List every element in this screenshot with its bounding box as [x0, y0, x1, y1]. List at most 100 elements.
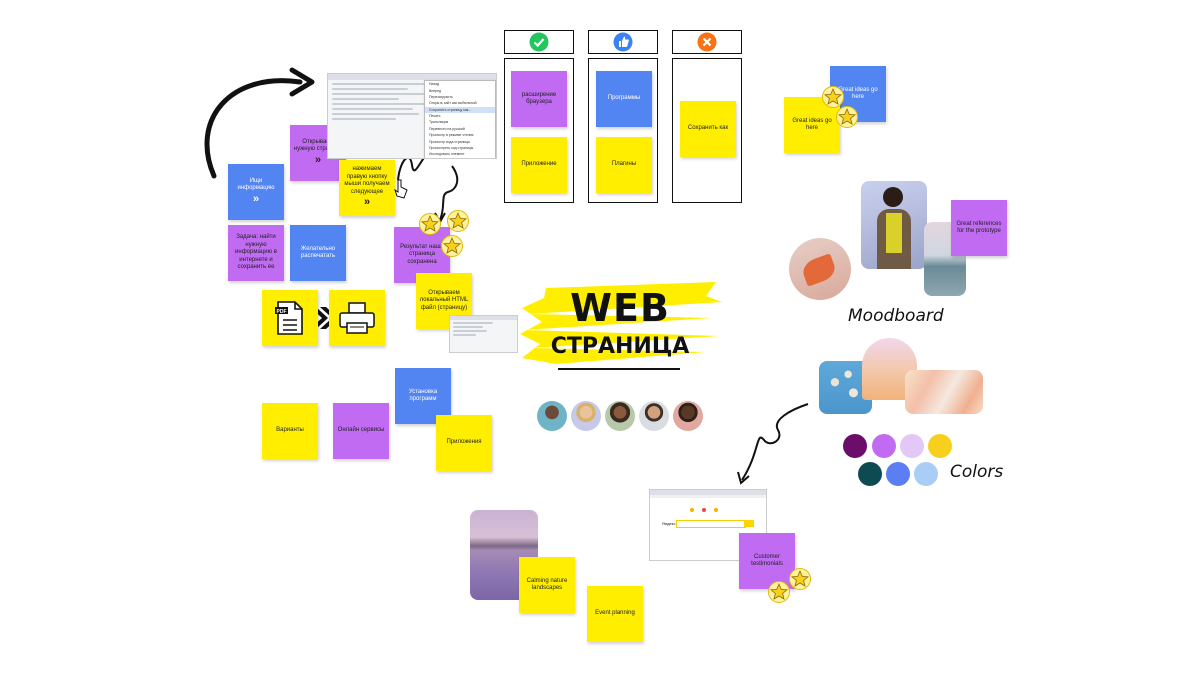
note-search[interactable]: Ищи информацию » [228, 164, 284, 220]
squiggle-arrow-browser-head [737, 471, 750, 485]
context-menu-item[interactable]: Просмотр кода страницы [429, 139, 471, 144]
squiggle-arrow-result [439, 165, 459, 221]
avatar[interactable] [537, 401, 567, 431]
note-label: Calming nature landscapes [526, 577, 568, 592]
photo-leaves [789, 238, 851, 300]
context-menu-item[interactable]: Открыть сайт как мобильный [429, 101, 477, 106]
thumbs-up-icon [613, 32, 633, 52]
color-swatch[interactable] [843, 434, 867, 458]
avatar[interactable] [673, 401, 703, 431]
avatar[interactable] [571, 401, 601, 431]
star-icon [419, 213, 441, 235]
context-menu-item[interactable]: Просмотреть код страницы [429, 145, 474, 150]
note-great-refs[interactable]: Great references for the prototype [951, 200, 1007, 256]
double-chevron-arrow [310, 307, 328, 329]
browser-search-button [744, 520, 754, 527]
pdf-file-icon: PDF [275, 301, 303, 335]
context-menu-item[interactable]: Исследовать элемент [429, 152, 465, 157]
mouse-cursor-icon [394, 179, 408, 199]
title-underline [558, 368, 680, 370]
note-result-label: Результат наша страница сохранена [400, 243, 444, 265]
star-icon [447, 210, 469, 232]
note-label: Сохранить как [687, 125, 729, 132]
photo-gradient [905, 370, 983, 414]
star-icon [441, 235, 463, 257]
note-label: Приложение [521, 161, 557, 168]
note-open-local-label: Открываем локальный HTML файл (страницу) [419, 289, 469, 311]
color-swatch[interactable] [858, 462, 882, 486]
curved-arrow-top [204, 78, 303, 179]
context-menu-item[interactable]: Трансляция [429, 120, 449, 125]
context-menu-item[interactable]: Перезагрузить [429, 94, 453, 99]
note-label: Customer testimonials [751, 553, 783, 568]
note-label: Программы [607, 95, 641, 102]
note-label: Event planning [595, 610, 635, 617]
note-label: Great ideas go here [838, 86, 878, 101]
note-event-planning[interactable]: Event planning [587, 586, 643, 642]
note-online-services[interactable]: Онлайн сервисы [333, 403, 389, 459]
note-label: Great references for the prototype [956, 220, 1002, 235]
context-menu-item[interactable]: Печать [429, 114, 441, 119]
page-screenshot-small [449, 315, 518, 353]
note-customer-testimonials[interactable]: Customer testimonials [739, 533, 795, 589]
photo-woman [861, 181, 927, 269]
moodboard-label: Moodboard [848, 306, 944, 326]
note-task[interactable]: Задача: найти нужную информацию в интерн… [228, 225, 284, 281]
page-title-stranitsa: СТРАНИЦА [550, 334, 690, 359]
title-brush-highlight [520, 282, 722, 364]
column-header-cross [672, 30, 742, 54]
cross-icon [697, 32, 717, 52]
note-programs[interactable]: Программы [596, 71, 652, 127]
color-swatch[interactable] [914, 462, 938, 486]
note-app[interactable]: Приложение [511, 137, 567, 193]
context-menu-item[interactable]: Сохранить страницу как... [425, 106, 495, 113]
browser-logo: Яндекс [662, 521, 676, 526]
note-save-as[interactable]: Сохранить как [680, 101, 736, 157]
star-icon [789, 568, 811, 590]
column-header-thumbs [588, 30, 658, 54]
note-label: Установка программ [408, 388, 438, 403]
squiggle-arrow-browser [741, 403, 809, 481]
svg-text:PDF: PDF [277, 309, 287, 315]
note-open-page-label: Открываем нужную страницу [293, 138, 343, 153]
browser-search-box [676, 520, 746, 528]
note-label: Плагины [611, 161, 637, 168]
colors-label: Colors [950, 462, 1004, 482]
color-swatch[interactable] [900, 434, 924, 458]
note-label: Great ideas go here [792, 117, 832, 132]
note-pdf[interactable]: PDF [262, 290, 318, 346]
note-task-label: Задача: найти нужную информацию в интерн… [235, 234, 277, 271]
curved-arrow-top-head [289, 67, 315, 97]
note-label: расширение браузера [521, 91, 557, 106]
context-menu-item[interactable]: Перевести на русский [429, 126, 465, 131]
context-menu-item[interactable]: Назад [429, 82, 440, 87]
avatar[interactable] [639, 401, 669, 431]
star-icon [836, 106, 858, 128]
note-right-click[interactable]: нажимаем правую кнопку мыши получаем сле… [339, 160, 395, 216]
check-icon [529, 32, 549, 52]
note-applications[interactable]: Приложения [436, 415, 492, 471]
note-label: Варианты [276, 427, 304, 434]
context-menu-item[interactable]: Вперед [429, 88, 442, 93]
double-chevron-icon: » [363, 196, 371, 209]
page-title-web: WEB [570, 286, 670, 330]
printer-icon [339, 302, 375, 334]
note-install-programs[interactable]: Установка программ [395, 368, 451, 424]
note-desirable-print-label: Желательно распечатать [300, 245, 336, 260]
note-printer[interactable] [329, 290, 385, 346]
note-calming-nature[interactable]: Calming nature landscapes [519, 557, 575, 613]
note-variants[interactable]: Варианты [262, 403, 318, 459]
note-desirable-print[interactable]: Желательно распечатать [290, 225, 346, 281]
context-menu-item[interactable]: Просмотр в режиме чтения [429, 133, 474, 138]
double-chevron-icon: » [252, 192, 260, 205]
avatar[interactable] [605, 401, 635, 431]
color-swatch[interactable] [886, 462, 910, 486]
note-plugins[interactable]: Плагины [596, 137, 652, 193]
note-browser-extension[interactable]: расширение браузера [511, 71, 567, 127]
column-header-check [504, 30, 574, 54]
note-label: Онлайн сервисы [337, 427, 385, 434]
color-swatch[interactable] [872, 434, 896, 458]
color-swatch[interactable] [928, 434, 952, 458]
